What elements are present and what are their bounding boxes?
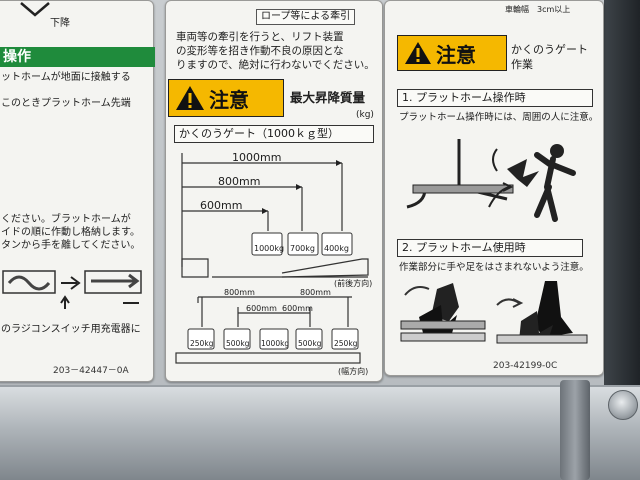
dimension-label: 600mm bbox=[200, 199, 243, 212]
dimension-label: 600mm bbox=[282, 304, 313, 313]
down-arrow-icon bbox=[20, 2, 50, 17]
weight-label: 400kg bbox=[324, 244, 349, 253]
instruction-line: このときプラットホーム先端 bbox=[1, 98, 131, 109]
frame-post bbox=[560, 380, 590, 480]
caution-text: 注意 bbox=[436, 42, 476, 67]
platform-operation-illustration bbox=[406, 139, 576, 222]
gate-model-title: かくのうゲート（1000ｋｇ型） bbox=[174, 125, 374, 143]
instruction-line: イドの順に作動し格納します。 bbox=[1, 227, 140, 238]
bolt-head bbox=[608, 390, 638, 420]
weight-label: 1000kg bbox=[254, 244, 285, 253]
part-code: 203－42447－0A bbox=[53, 366, 129, 376]
warning-triangle-icon bbox=[176, 86, 204, 110]
section2-text: 作業部分に手や足をはさまれないよう注意。 bbox=[399, 262, 589, 273]
instruction-line: ットホームが地面に接触する bbox=[1, 72, 131, 83]
section1-text: プラットホーム操作時には、周囲の人に注意。 bbox=[399, 112, 599, 123]
dimension-label: 800mm bbox=[218, 175, 261, 188]
towing-warning-line: の変形等を招き作動不良の原因とな bbox=[176, 45, 344, 57]
center-load-label: ロープ等による牽引 車両等の牽引を行うと、リフト装置 の変形等を招き作動不良の原… bbox=[165, 0, 383, 382]
weight-label: 250kg bbox=[334, 339, 358, 348]
weight-label: 250kg bbox=[190, 339, 214, 348]
dimension-label: 800mm bbox=[224, 288, 255, 297]
load-distribution-diagram bbox=[175, 153, 369, 364]
gate-folding-diagram bbox=[2, 270, 142, 309]
max-load-unit: (kg) bbox=[356, 110, 374, 120]
section1-title: 1. プラットホーム操作時 bbox=[397, 89, 593, 107]
section2-title: 2. プラットホーム使用時 bbox=[397, 239, 583, 257]
towing-warning-line: りますので、絶対に行わないでください。 bbox=[176, 59, 375, 71]
caution-banner: 注意 bbox=[397, 35, 507, 71]
panel-dark-edge bbox=[604, 0, 640, 392]
instruction-line: タンから手を離してください。 bbox=[1, 240, 141, 251]
subtitle-line: 作業 bbox=[511, 58, 533, 71]
wheel-width-text: 車輪幅 3cm以上 bbox=[505, 5, 571, 14]
warning-triangle-icon bbox=[405, 42, 431, 64]
dimension-label: 1000mm bbox=[232, 151, 282, 164]
instruction-line: ください。ブラットホームが bbox=[1, 214, 131, 225]
max-load-title: 最大昇降質量 bbox=[290, 90, 366, 105]
descend-text: 下降 bbox=[50, 18, 70, 29]
left-instruction-label: 下降 操作 ットホームが地面に接触する このときプラットホーム先端 ください。ブ… bbox=[0, 0, 155, 382]
towing-warning-line: 車両等の牽引を行うと、リフト装置 bbox=[176, 31, 344, 43]
towing-title: ロープ等による牽引 bbox=[256, 9, 356, 25]
width-direction: (幅方向) bbox=[338, 367, 369, 376]
weight-label: 1000kg bbox=[261, 339, 290, 348]
pinch-hazard-illustration bbox=[400, 281, 588, 344]
front-back-direction: (前後方向) bbox=[334, 279, 373, 288]
dimension-label: 600mm bbox=[246, 304, 277, 313]
weight-label: 500kg bbox=[226, 339, 250, 348]
dimension-label: 800mm bbox=[300, 288, 331, 297]
part-code: 203-42199-0C bbox=[493, 361, 558, 371]
panel-lower-frame bbox=[0, 385, 640, 480]
subtitle-line: かくのうゲート bbox=[511, 43, 588, 56]
charger-text: のラジコンスイッチ用充電器に bbox=[1, 324, 141, 335]
operation-heading: 操作 bbox=[0, 47, 155, 67]
caution-text: 注意 bbox=[209, 87, 249, 112]
caution-banner: 注意 bbox=[168, 79, 284, 117]
right-caution-label: 車輪幅 3cm以上 注意 かくのうゲート 作業 1. プラットホーム操作時 プラ… bbox=[384, 0, 604, 376]
weight-label: 500kg bbox=[298, 339, 322, 348]
weight-label: 700kg bbox=[290, 244, 315, 253]
